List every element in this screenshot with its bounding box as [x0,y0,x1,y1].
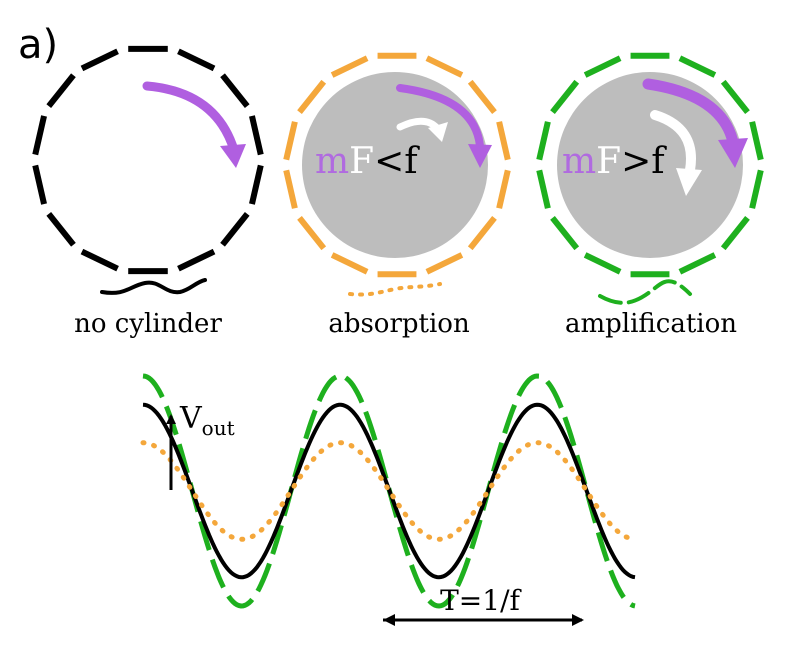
formula-m: m [315,141,349,182]
panel-no-cylinder: no cylinder [32,45,264,339]
output-signal-plot: Vout T=1/f [140,373,638,626]
rotation-arrowhead-purple [220,144,246,168]
y-label-main: V [179,401,203,436]
coil-ring-orange [283,52,511,278]
coil-segment [467,216,497,251]
coil-segment [283,169,298,209]
coil-segment [749,169,764,209]
coil-segment [536,121,551,161]
rotation-arrow-purple [642,78,739,148]
coil-segment [32,115,47,156]
formula-F: F [596,141,621,182]
coil-segment [220,211,250,247]
formula-amplification: mF>f [562,141,667,182]
coil-segment [583,252,622,275]
coil-segment [678,55,717,78]
cylinder-grey [557,72,743,258]
output-wave-orange [348,282,442,297]
period-label: T=1/f [440,584,522,617]
coil-ring-green [536,52,764,278]
formula-relation: >f [621,141,667,182]
panel-absorption: mF<f absorption [283,52,511,339]
signal-no-cylinder [142,402,636,580]
cylinder-rotation-arrowhead-white [676,168,702,196]
coil-segment [249,164,264,205]
coil-segment [583,55,622,78]
coil-segment [467,79,497,114]
coil-segment [425,252,464,275]
coil-segment [425,55,464,78]
output-wave-green [598,279,692,305]
formula-F: F [349,141,374,182]
coil-segment [297,216,327,251]
coil-segment [749,121,764,161]
rotation-arrowhead-purple [718,138,748,168]
coil-segment [80,48,119,72]
coil-segment [297,79,327,114]
rotation-arrow-purple [142,81,239,155]
period-arrow-right-head [572,614,584,626]
coil-segment [330,252,369,275]
coil-segment [720,216,750,251]
y-axis-label: Vout [179,401,235,440]
panel-label: a) [18,22,58,68]
cylinder-grey [302,72,488,258]
coil-segment [550,216,580,251]
coil-segment [496,169,511,209]
coil-segment [330,55,369,78]
coil-segment [177,248,216,272]
caption-amplification: amplification [565,309,737,339]
formula-relation: <f [374,141,420,182]
cylinder-rotation-arrowhead-white [428,122,448,142]
coil-segment [283,121,298,161]
coil-segment [536,169,551,209]
plot-series [140,373,638,609]
coil-segment [220,73,250,109]
y-label-sub: out [202,416,235,440]
caption-absorption: absorption [328,309,470,339]
caption-no-cylinder: no cylinder [74,309,222,339]
coil-segment [249,115,264,156]
coil-segment [46,211,76,247]
formula-m: m [562,141,596,182]
cylinder-rotation-arrow-white [650,110,696,175]
coil-segment [550,79,580,114]
formula-absorption: mF<f [315,141,420,182]
coil-segment [678,252,717,275]
coil-segment [46,73,76,109]
coil-ring-black [32,45,264,275]
coil-segment [496,121,511,161]
coil-segment [720,79,750,114]
output-wave-black [100,278,207,295]
coil-segment [177,48,216,72]
coil-segment [80,248,119,272]
rotation-arrowhead-purple [468,144,492,168]
period-arrow-left-head [383,614,395,626]
panel-amplification: mF>f amplification [536,52,764,339]
rotation-arrow-purple [396,84,484,150]
coil-segment [32,164,47,205]
